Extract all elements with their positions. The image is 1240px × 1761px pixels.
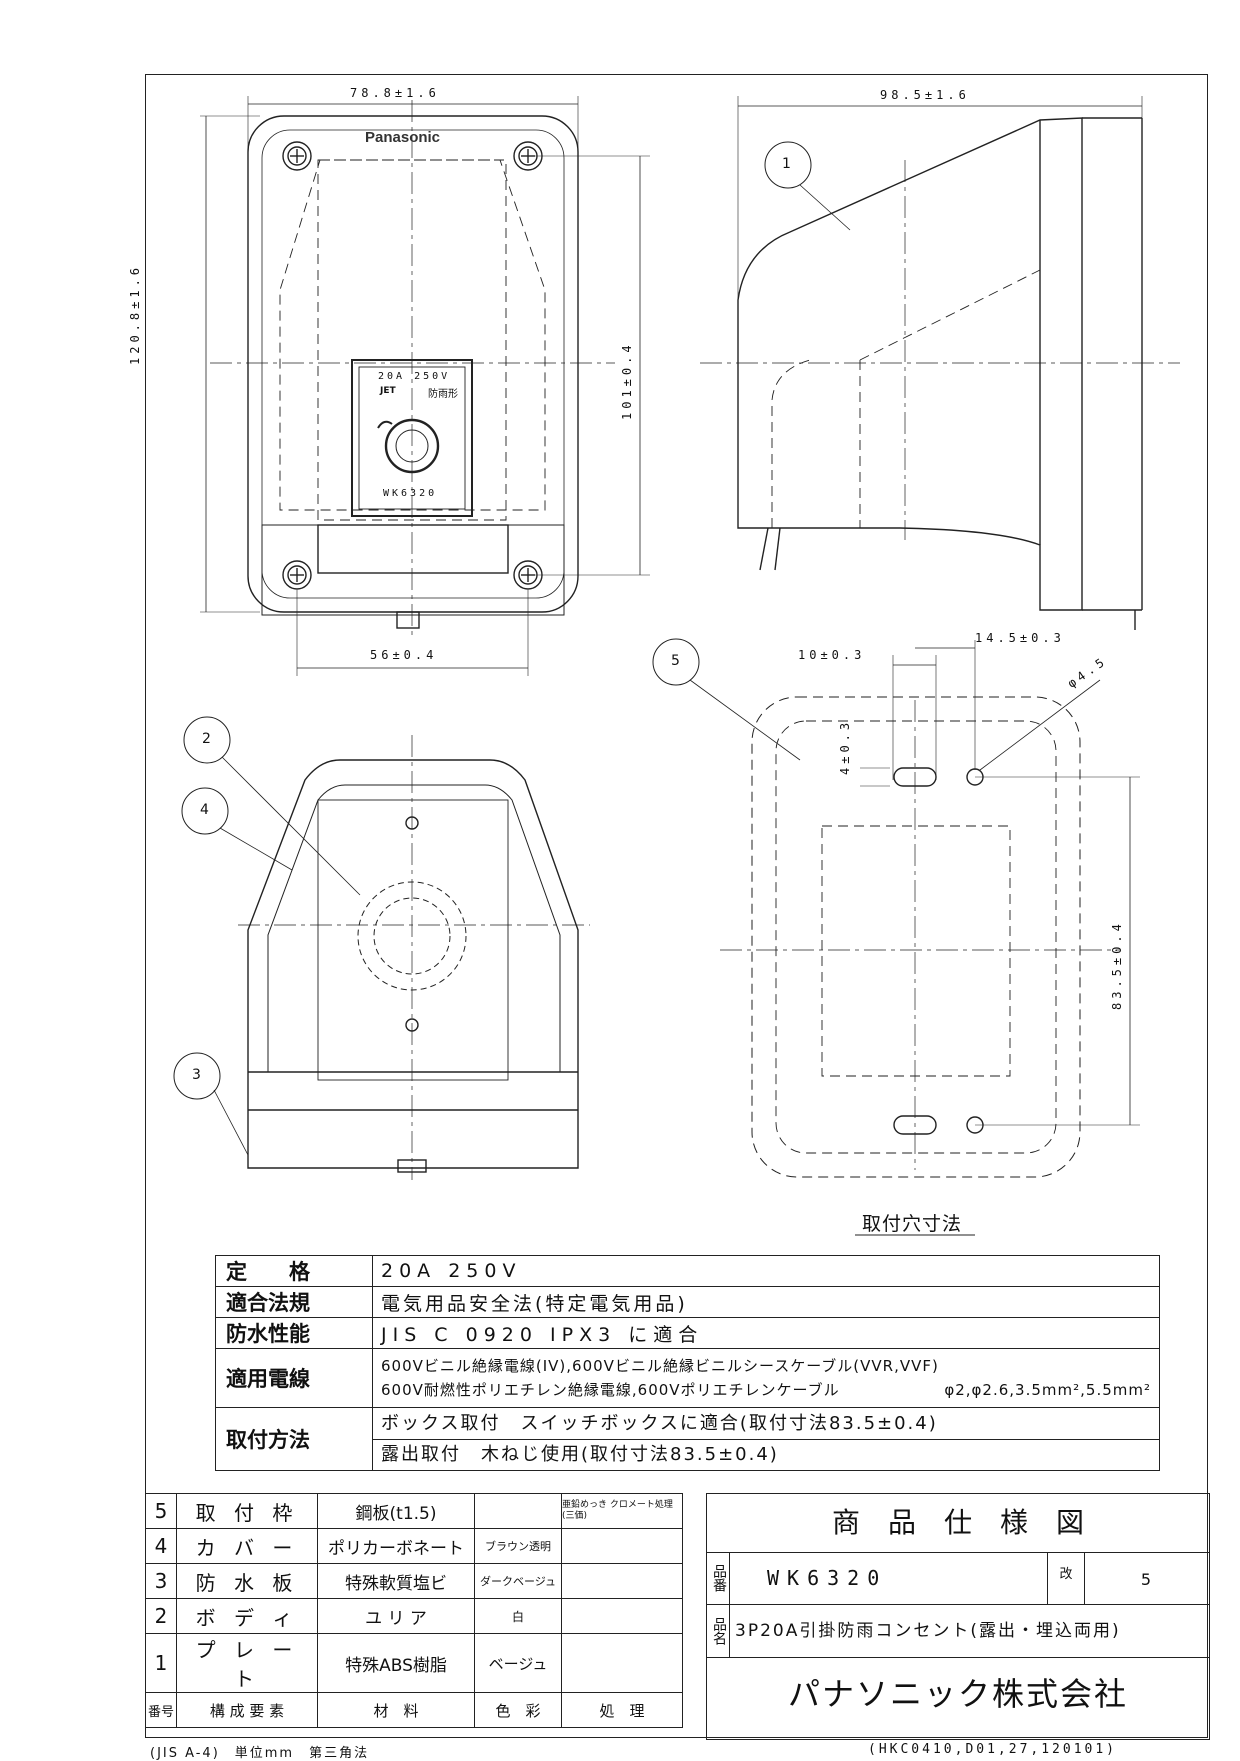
dim-front-width: 78.8±1.6 <box>350 86 440 100</box>
callout-1: 1 <box>782 156 791 172</box>
spec-value-rating: 20A 250V <box>372 1255 1160 1287</box>
mount-caption: 取付穴寸法 <box>862 1213 963 1235</box>
parts-row: 1 プ レ ー ト 特殊ABS樹脂 ベージュ <box>145 1633 683 1693</box>
parts-header-color: 色 彩 <box>474 1692 562 1728</box>
part-name: 取 付 枠 <box>176 1493 318 1529</box>
title-block: 商 品 仕 様 図 品番 WK6320 改 5 品名 3P20A引掛防雨コンセン… <box>706 1493 1210 1740</box>
dim-hole-pitch: 83.5±0.4 <box>1110 920 1124 1010</box>
part-treatment <box>561 1563 683 1599</box>
nameplate-model: WK6320 <box>383 488 438 499</box>
cover-view <box>173 716 590 1180</box>
part-material: ユ リ ア <box>317 1598 475 1634</box>
parts-table: 5 取 付 枠 鋼板(t1.5) 亜鉛めっき クロメート処理(三価) 4 カ バ… <box>145 1493 683 1728</box>
part-material: ポリカーボネート <box>317 1528 475 1564</box>
dim-bottom-width: 56±0.4 <box>370 648 438 662</box>
callout-5: 5 <box>671 653 680 669</box>
part-treatment: 亜鉛めっき クロメート処理(三価) <box>561 1493 683 1529</box>
company-name: パナソニック株式会社 <box>787 1675 1128 1713</box>
callout-2: 2 <box>202 731 211 747</box>
callout-4: 4 <box>200 802 209 818</box>
dim-inner-height: 101±0.4 <box>620 341 634 420</box>
spec-wire-line2: 600V耐燃性ポリエチレン絶縁電線,600Vポリエチレンケーブル <box>381 1381 840 1399</box>
product-name: 3P20A引掛防雨コンセント(露出・埋込両用) <box>735 1621 1121 1641</box>
part-no: 4 <box>145 1528 177 1564</box>
spec-value-waterproof: JIS C 0920 IPX3 に適合 <box>372 1317 1160 1349</box>
part-treatment <box>561 1598 683 1634</box>
dim-hole-14: 14.5±0.3 <box>975 631 1065 645</box>
spec-value-mount: ボックス取付 スイッチボックスに適合(取付寸法83.5±0.4) 露出取付 木ね… <box>372 1407 1160 1471</box>
screw-icons <box>282 141 543 590</box>
part-no-value: WK6320 <box>767 1566 888 1590</box>
rev-value: 5 <box>1140 1570 1152 1589</box>
part-material: 鋼板(t1.5) <box>317 1493 475 1529</box>
mount-view <box>652 638 1140 1236</box>
spec-mount-line2: 露出取付 木ねじ使用(取付寸法83.5±0.4) <box>381 1443 779 1465</box>
spec-value-wire: 600Vビニル絶縁電線(IV),600Vビニル絶縁ビニルシースケーブル(VVR,… <box>372 1348 1160 1408</box>
spec-mount-line1: ボックス取付 スイッチボックスに適合(取付寸法83.5±0.4) <box>373 1409 1159 1440</box>
front-view <box>200 96 650 676</box>
part-name: プ レ ー ト <box>176 1633 318 1693</box>
dim-hole-4: 4±0.3 <box>838 718 852 775</box>
spec-wire-line1: 600Vビニル絶縁電線(IV),600Vビニル絶縁ビニルシースケーブル(VVR,… <box>381 1357 939 1375</box>
part-treatment <box>561 1528 683 1564</box>
callout-3: 3 <box>192 1067 201 1083</box>
rev-label: 改 <box>1047 1552 1085 1604</box>
dim-side-depth: 98.5±1.6 <box>880 88 970 102</box>
part-no: 5 <box>145 1493 177 1529</box>
side-view <box>700 96 1180 630</box>
spec-label-wire: 適用電線 <box>215 1348 373 1408</box>
footer-left: (JIS A-4) 単位mm 第三角法 <box>150 1746 370 1761</box>
nameplate-jet: JET <box>380 386 396 396</box>
part-name: ボ デ ィ <box>176 1598 318 1634</box>
part-color: ダークベージュ <box>474 1563 562 1599</box>
part-color <box>474 1493 562 1529</box>
footer-right: (HKC0410,D01,27,120101) <box>868 1742 1118 1757</box>
spec-label-rating: 定 格 <box>215 1255 373 1287</box>
parts-header-treatment: 処 理 <box>561 1692 683 1728</box>
part-no-label: 品番 <box>707 1552 730 1605</box>
front-outline <box>247 115 579 613</box>
parts-header-no: 番号 <box>145 1692 177 1728</box>
title-main: 商 品 仕 様 図 <box>707 1494 1209 1553</box>
part-material: 特殊軟質塩ビ <box>317 1563 475 1599</box>
part-color: ブラウン透明 <box>474 1528 562 1564</box>
title-divider <box>707 1604 1209 1605</box>
spec-value-law: 電気用品安全法(特定電気用品) <box>372 1286 1160 1318</box>
dim-front-height: 120.8±1.6 <box>128 263 142 365</box>
parts-row: 2 ボ デ ィ ユ リ ア 白 <box>145 1598 683 1634</box>
parts-header: 番号 構 成 要 素 材 料 色 彩 処 理 <box>145 1692 683 1728</box>
part-color: ベージュ <box>474 1633 562 1693</box>
part-treatment <box>561 1633 683 1693</box>
part-color: 白 <box>474 1598 562 1634</box>
part-name: カ バ ー <box>176 1528 318 1564</box>
parts-row: 5 取 付 枠 鋼板(t1.5) 亜鉛めっき クロメート処理(三価) <box>145 1493 683 1529</box>
nameplate-rating: 20A 250V <box>378 371 451 382</box>
parts-header-material: 材 料 <box>317 1692 475 1728</box>
parts-header-name: 構 成 要 素 <box>176 1692 318 1728</box>
spec-table: 定 格 20A 250V 適合法規 電気用品安全法(特定電気用品) 防水性能 J… <box>215 1255 1160 1471</box>
part-material: 特殊ABS樹脂 <box>317 1633 475 1693</box>
spec-wire-sizes: φ2,φ2.6,3.5mm²,5.5mm² <box>944 1381 1151 1399</box>
part-no: 1 <box>145 1633 177 1693</box>
parts-row: 3 防 水 板 特殊軟質塩ビ ダークベージュ <box>145 1563 683 1599</box>
drawing-frame <box>145 74 1208 1738</box>
spec-label-mount: 取付方法 <box>215 1407 373 1471</box>
part-no: 2 <box>145 1598 177 1634</box>
brand-label: Panasonic <box>365 129 441 146</box>
parts-row: 4 カ バ ー ポリカーボネート ブラウン透明 <box>145 1528 683 1564</box>
spec-wire-line2-row: 600V耐燃性ポリエチレン絶縁電線,600Vポリエチレンケーブル φ2,φ2.6… <box>381 1378 1151 1402</box>
nameplate-rainproof: 防雨形 <box>428 389 458 400</box>
part-no: 3 <box>145 1563 177 1599</box>
spec-label-waterproof: 防水性能 <box>215 1317 373 1349</box>
spec-label-law: 適合法規 <box>215 1286 373 1318</box>
dim-hole-10: 10±0.3 <box>798 648 866 662</box>
title-divider-2 <box>707 1657 1209 1658</box>
name-label: 品名 <box>707 1605 730 1657</box>
part-name: 防 水 板 <box>176 1563 318 1599</box>
